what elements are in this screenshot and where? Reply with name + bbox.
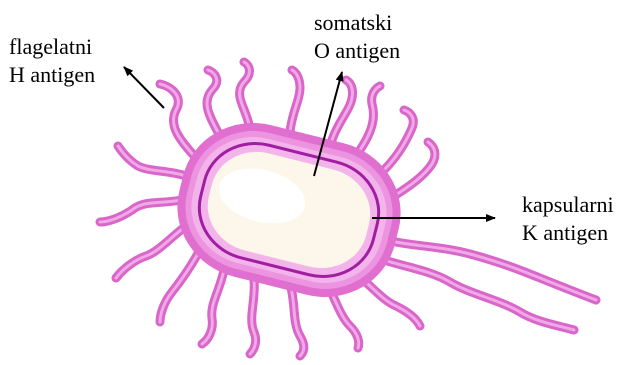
label-h-antigen-line2: H antigen [9, 61, 95, 89]
label-o-antigen-line2: O antigen [314, 37, 400, 65]
label-k-antigen-line1: kapsularni [522, 191, 614, 219]
label-k-antigen-line2: K antigen [522, 219, 614, 247]
label-h-antigen-line1: flagelatni [9, 33, 95, 61]
label-k-antigen: kapsularni K antigen [522, 191, 614, 247]
label-h-antigen: flagelatni H antigen [9, 33, 95, 89]
label-o-antigen-line1: somatski [314, 9, 400, 37]
label-o-antigen: somatski O antigen [314, 9, 400, 65]
